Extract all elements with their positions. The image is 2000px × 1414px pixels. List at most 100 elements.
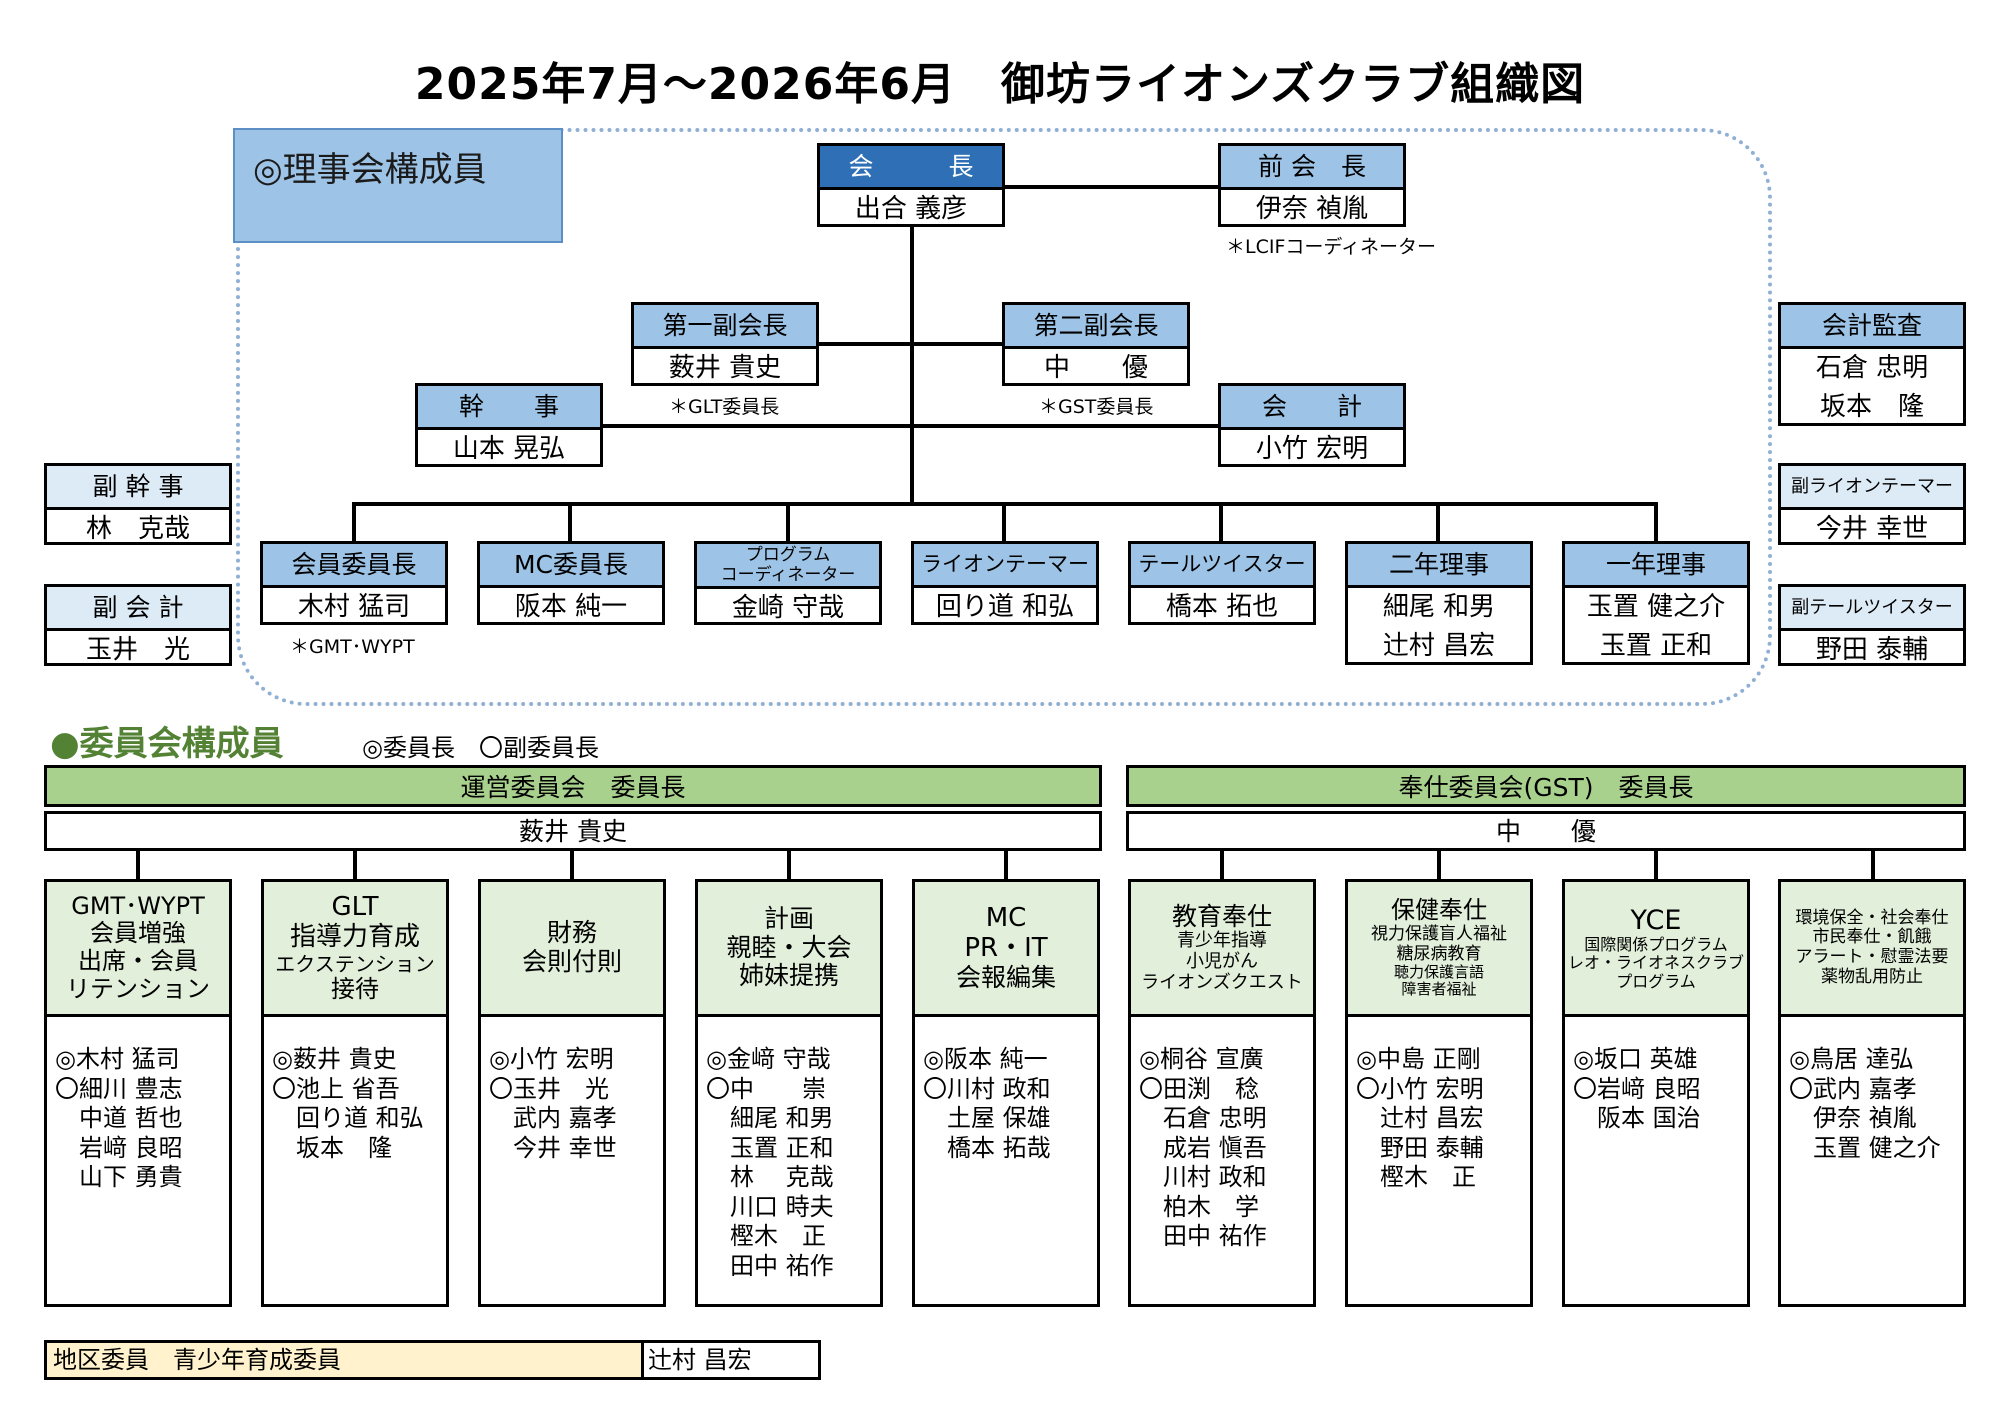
vice-treasurer-name: 玉井 光: [85, 635, 190, 665]
committee-member: ◎阪本 純一: [923, 1045, 1048, 1073]
committee-title-line: 薬物乱用防止: [1821, 966, 1923, 987]
district-committee-name: 辻村 昌宏: [648, 1346, 752, 1374]
vp1-note: ＊GLT委員長: [669, 396, 780, 418]
committee-title: 財務会則付則: [481, 882, 663, 1017]
auditor-role: 会計監査: [1781, 305, 1963, 349]
service-committee-head: 奉仕委員会(GST) 委員長: [1126, 765, 1966, 807]
treasurer-role: 会 計: [1221, 386, 1403, 430]
membership-chair-note: ＊GMT･WYPT: [290, 636, 415, 658]
committee-members: ◎木村 猛司〇細川 豊志 中道 哲也 岩﨑 良昭 山下 勇貴: [47, 1017, 229, 1193]
connector-line: [818, 342, 1004, 346]
vice-secretary-name: 林 克哉: [85, 514, 190, 544]
connector-line: [353, 849, 357, 881]
secretary-name: 山本 晃弘: [452, 434, 566, 464]
committee-member: ◎桐谷 宣廣: [1139, 1045, 1264, 1073]
committee-member: 中道 哲也: [55, 1104, 183, 1132]
committee-member: 成岩 愼吾: [1139, 1133, 1267, 1162]
committee-title-line: 糖尿病教育: [1396, 943, 1482, 964]
committee-members: ◎金﨑 守哉〇中 崇 細尾 和男 玉置 正和 林 克哉 川口 時夫 樫木 正 田…: [698, 1017, 880, 1281]
connector-line: [136, 849, 140, 881]
committee-member: 阪本 国治: [1573, 1104, 1701, 1132]
vp2-note: ＊GST委員長: [1039, 396, 1154, 418]
committee-title-line: レオ・ライオネスクラブ: [1567, 953, 1744, 973]
committee-title: 教育奉仕青少年指導小児がんライオンズクエスト: [1131, 882, 1313, 1017]
committee-title-line: GMT･WYPT: [71, 891, 205, 920]
second-year-director-role: 二年理事: [1348, 544, 1530, 588]
committee-title-line: エクステンション: [275, 951, 435, 976]
lion-tamer-box: ライオンテーマー 回り道 和弘: [911, 541, 1099, 625]
vice-tail-twister-box: 副テールツイスター 野田 泰輔: [1778, 584, 1966, 666]
committee-title-line: アラート・慰霊法要: [1795, 947, 1949, 967]
vice-secretary-box: 副 幹 事 林 克哉: [44, 463, 232, 545]
committee-title: 保健奉仕視力保護盲人福祉糖尿病教育聴力保護言語障害者福祉: [1348, 882, 1530, 1017]
connector-line: [1002, 502, 1006, 544]
committee-members: ◎坂口 英雄〇岩﨑 良昭 阪本 国治: [1565, 1017, 1747, 1134]
mc-chair-box: MC委員長 阪本 純一: [477, 541, 665, 625]
vp1-box: 第一副会長 薮井 貴史: [631, 302, 819, 386]
district-committee-row: 地区委員 青少年育成委員 辻村 昌宏: [44, 1340, 821, 1380]
committee-title-line: 保健奉仕: [1391, 896, 1487, 925]
district-committee-label: 地区委員 青少年育成委員: [47, 1343, 644, 1377]
committee-title-line: 聴力保護言語: [1393, 963, 1484, 982]
membership-chair-role: 会員委員長: [263, 544, 445, 588]
tail-twister-box: テールツイスター 橋本 拓也: [1128, 541, 1316, 625]
membership-chair-box: 会員委員長 木村 猛司: [260, 541, 448, 625]
connector-line: [786, 502, 790, 544]
committee-title-line: 接待: [331, 974, 379, 1003]
committee-member: 〇池上 省吾: [272, 1074, 400, 1103]
committee-title-line: 親睦・大会: [726, 932, 852, 962]
committee-title-line: MC: [985, 902, 1027, 933]
committee-member: 坂本 隆: [272, 1133, 392, 1162]
committee-title-line: 教育奉仕: [1171, 901, 1272, 931]
vp2-box: 第二副会長 中 優: [1002, 302, 1190, 386]
committee-title-line: リテンション: [66, 974, 210, 1003]
vice-treasurer-role: 副 会 計: [47, 587, 229, 631]
committee-title-line: PR・IT: [964, 932, 1048, 963]
committee-title-line: 指導力育成: [289, 921, 420, 952]
committee-member: 樫木 正: [1356, 1163, 1476, 1191]
committee-member: 細尾 和男: [706, 1104, 834, 1132]
committee-member: 伊奈 禎胤: [1789, 1104, 1917, 1132]
board-region-border: [236, 128, 1772, 706]
past-president-note: ＊LCIFコーディネーター: [1226, 236, 1437, 258]
vp2-name: 中 優: [1043, 353, 1148, 383]
committee-member: ◎坂口 英雄: [1573, 1045, 1698, 1073]
connector-line: [570, 849, 574, 881]
committee-member: 〇武内 嘉孝: [1789, 1074, 1917, 1103]
committee-members: ◎桐谷 宣廣〇田渕 稔 石倉 忠明 成岩 愼吾 川村 政和 柏木 学 田中 祐作: [1131, 1017, 1313, 1252]
tail-twister-role: テールツイスター: [1131, 544, 1313, 588]
committee-legend: ◎委員長 〇副委員長: [362, 734, 599, 762]
committee-member: 山下 勇貴: [55, 1163, 183, 1191]
past-president-name: 伊奈 禎胤: [1255, 194, 1369, 224]
program-coordinator-role-line1: プログラム: [745, 545, 831, 565]
committee-member: ◎中島 正剛: [1356, 1045, 1481, 1073]
committee-member: 石倉 忠明: [1139, 1104, 1267, 1132]
committee-title-line: YCE: [1630, 904, 1682, 936]
first-year-director-box: 一年理事 玉置 健之介 玉置 正和: [1562, 541, 1750, 665]
auditor-box: 会計監査 石倉 忠明 坂本 隆: [1778, 302, 1966, 426]
committee-title-line: 会員増強: [90, 919, 186, 948]
committee-section-title: ●委員会構成員: [50, 724, 284, 764]
connector-line: [1654, 849, 1658, 881]
connector-line: [1004, 849, 1008, 881]
connector-line: [568, 502, 572, 544]
lion-tamer-role: ライオンテーマー: [914, 544, 1096, 588]
lion-tamer-name: 回り道 和弘: [935, 592, 1075, 622]
connector-line: [1220, 849, 1224, 881]
mc-chair-name: 阪本 純一: [514, 592, 628, 622]
committee-member: 〇川村 政和: [923, 1074, 1051, 1103]
connector-line: [1219, 502, 1223, 544]
committee-title-line: 計画: [763, 903, 814, 933]
vice-lion-tamer-box: 副ライオンテーマー 今井 幸世: [1778, 463, 1966, 545]
committee-member: 田中 祐作: [706, 1251, 834, 1280]
committee-title-line: プログラム: [1616, 971, 1696, 991]
committee-title-line: 環境保全・社会奉仕: [1795, 907, 1949, 928]
committee-member: ◎木村 猛司: [55, 1045, 180, 1073]
second-year-director-box: 二年理事 細尾 和男 辻村 昌宏: [1345, 541, 1533, 665]
past-president-role: 前 会 長: [1221, 146, 1403, 190]
committee-members: ◎中島 正剛〇小竹 宏明 辻村 昌宏 野田 泰輔 樫木 正: [1348, 1017, 1530, 1193]
page-title: 2025年7月～2026年6月 御坊ライオンズクラブ組織図: [414, 59, 1586, 110]
